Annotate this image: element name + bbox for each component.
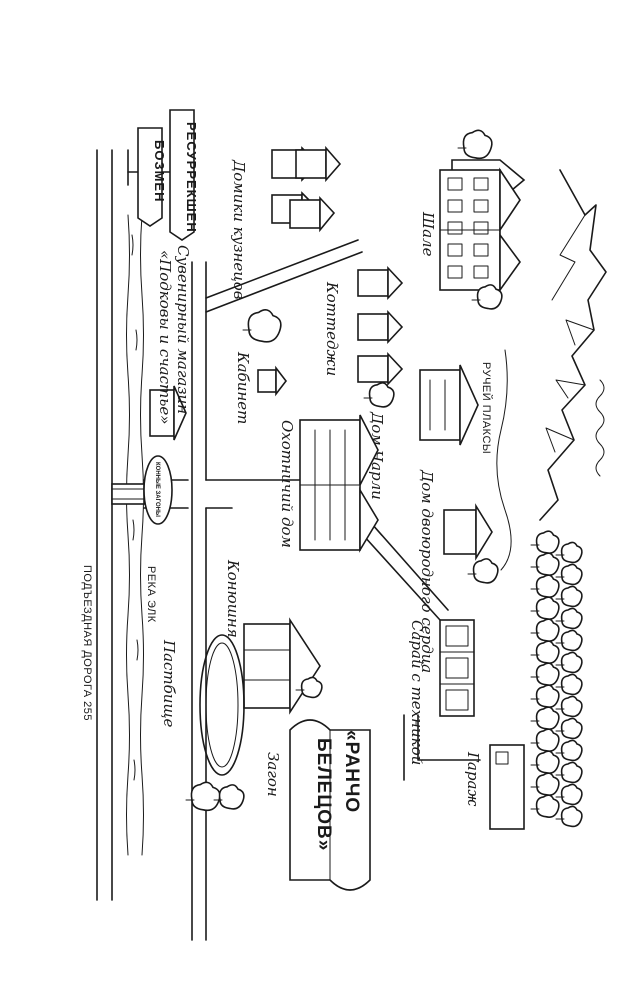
lodge-window xyxy=(447,177,463,191)
lodge-window xyxy=(473,243,489,257)
tree-icon xyxy=(560,717,583,740)
tree-icon xyxy=(560,651,583,674)
tree-icon xyxy=(535,530,560,554)
label-creek: РУЧЕЙ ПЛАКСЫ xyxy=(480,362,493,454)
ranch-badge: КОННЫЕ ЗАГОНЫ xyxy=(143,455,173,525)
label-charlie-house: Дом Чарли xyxy=(368,411,386,500)
equipment-shed xyxy=(439,619,475,717)
trees xyxy=(185,129,503,812)
lodge-building xyxy=(439,159,526,293)
badge-text: КОННЫЕ ЗАГОНЫ xyxy=(154,462,160,517)
label-cabin: Кабинет xyxy=(234,351,252,424)
label-pasture: Пастбище xyxy=(160,639,178,727)
tree-icon xyxy=(535,794,560,818)
hunting-lodge xyxy=(299,414,379,553)
signpost: РЕСУРРЕКШЕН БОЗМЕН xyxy=(127,109,199,241)
creek-line xyxy=(496,349,512,571)
tree-icon xyxy=(535,750,560,774)
tree-icon xyxy=(535,706,560,730)
sign-bozeman: БОЗМЕН xyxy=(152,140,167,203)
tree-icon xyxy=(535,618,560,642)
tree-icon xyxy=(472,558,499,584)
ranch-name-line1: «РАНЧО xyxy=(341,730,362,813)
mountains xyxy=(539,169,607,521)
tree-icon xyxy=(218,784,245,810)
tree-icon xyxy=(560,695,583,718)
tree-icon xyxy=(535,662,560,686)
tree-icon xyxy=(476,284,503,310)
label-sister-house: Дом двоюродного сердца xyxy=(418,469,436,673)
label-hunting-lodge: Охотничий дом xyxy=(278,420,296,548)
label-barn: Загон xyxy=(264,752,282,797)
stable xyxy=(243,617,321,715)
tree-icon xyxy=(560,607,583,630)
tree-icon xyxy=(560,739,583,762)
tree-icon xyxy=(560,805,583,828)
access-road xyxy=(96,149,113,901)
ranch-name-line2: БЕЛЕЦОВ» xyxy=(313,738,334,851)
tree-icon xyxy=(190,781,221,812)
blacksmith-houses xyxy=(271,145,342,233)
lodge-window xyxy=(473,199,489,213)
lodge-window xyxy=(473,177,489,191)
label-shed: Сарай с техникой xyxy=(408,620,426,765)
tree-icon xyxy=(560,761,583,784)
pasture xyxy=(199,634,245,776)
forest xyxy=(530,530,583,828)
tree-icon xyxy=(535,684,560,708)
tree-icon xyxy=(462,129,493,160)
ranch-banner: «РАНЧО БЕЛЕЦОВ» xyxy=(289,719,371,891)
souvenir-shop xyxy=(149,385,187,441)
tree-icon xyxy=(560,783,583,806)
tree-icon xyxy=(535,772,560,796)
tree-icon xyxy=(535,596,560,620)
label-garage: Гараж xyxy=(464,751,482,806)
lodge-window xyxy=(447,243,463,257)
river xyxy=(126,214,144,856)
ranch-roads xyxy=(143,239,481,941)
label-lodge: Шале xyxy=(419,211,437,257)
cottages xyxy=(357,265,404,387)
tree-icon xyxy=(560,585,583,608)
tree-icon xyxy=(535,552,560,576)
cabin xyxy=(257,365,288,397)
tree-icon xyxy=(300,676,323,699)
tree-icon xyxy=(535,640,560,664)
tree-icon xyxy=(560,629,583,652)
label-souvenir-shop-1: Сувенирный магазин xyxy=(174,245,192,414)
tree-icon xyxy=(535,574,560,598)
lodge-window xyxy=(473,265,489,279)
tree-icon xyxy=(535,728,560,752)
label-road: ПОДЪЕЗДНАЯ ДОРОГА 255 xyxy=(81,565,93,721)
sign-resurrection: РЕСУРРЕКШЕН xyxy=(184,122,199,233)
lodge-window xyxy=(447,221,463,235)
label-souvenir-shop-2: «Подковы и счастье» xyxy=(156,250,174,424)
tree-icon xyxy=(560,541,583,564)
lodge-window xyxy=(447,199,463,213)
label-stable: Конюшня xyxy=(224,559,242,638)
charlie-house xyxy=(419,364,479,446)
label-cottages: Коттеджи xyxy=(323,281,341,376)
garage xyxy=(489,744,525,830)
tree-icon xyxy=(247,309,282,343)
sister-house xyxy=(443,503,493,561)
label-blacksmith-houses: Домики кузнецов xyxy=(230,159,248,300)
lodge-window xyxy=(473,221,489,235)
lodge-window xyxy=(447,265,463,279)
tree-icon xyxy=(368,382,395,408)
label-river: РЕКА ЭЛК xyxy=(145,566,157,623)
bridge xyxy=(111,483,145,505)
tree-icon xyxy=(560,673,583,696)
tree-icon xyxy=(560,563,583,586)
